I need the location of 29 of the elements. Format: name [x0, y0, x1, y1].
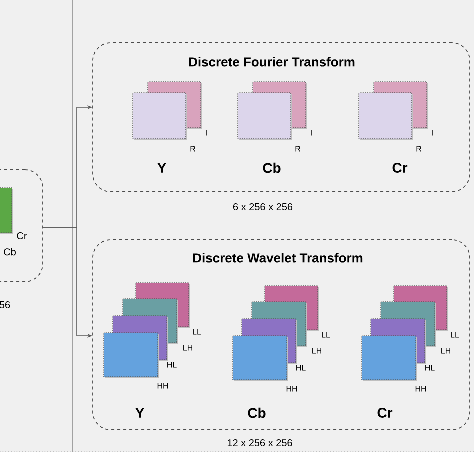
plane-label: HL — [296, 365, 306, 371]
plane-label: R — [296, 146, 301, 152]
plane-label: R — [416, 146, 422, 152]
channel-label: Cb — [248, 408, 266, 418]
channel-label: Y — [136, 408, 144, 418]
channel-label: Y — [158, 163, 166, 173]
plane-label: I — [206, 130, 208, 136]
plane-label: I — [432, 130, 434, 136]
dimension-label: 6 x 256 x 256 — [233, 203, 293, 211]
plane-label: LH — [184, 345, 192, 351]
plane-label: HL — [426, 365, 435, 371]
plane-label: LL — [451, 332, 460, 338]
dimension-label: 12 x 256 x 256 — [228, 439, 292, 447]
plane-label: Cr — [17, 232, 28, 240]
plane-label: R — [190, 146, 196, 152]
dimension-label: 56 — [0, 301, 10, 309]
plane-label: HL — [168, 362, 177, 368]
dashed-box — [0, 170, 44, 282]
plane-label: LH — [312, 348, 322, 354]
channel-label: Cr — [378, 408, 393, 418]
channel-label: Cb — [263, 162, 281, 174]
channel-label: Cr — [392, 163, 408, 173]
plane-label: HH — [416, 386, 426, 392]
plane-label: LH — [442, 348, 450, 354]
plane-label: LL — [193, 329, 202, 335]
plane-label: HH — [158, 383, 168, 389]
plane-label: HH — [286, 386, 298, 392]
plane-label: Cb — [4, 248, 16, 256]
plane-label: LL — [322, 332, 330, 338]
